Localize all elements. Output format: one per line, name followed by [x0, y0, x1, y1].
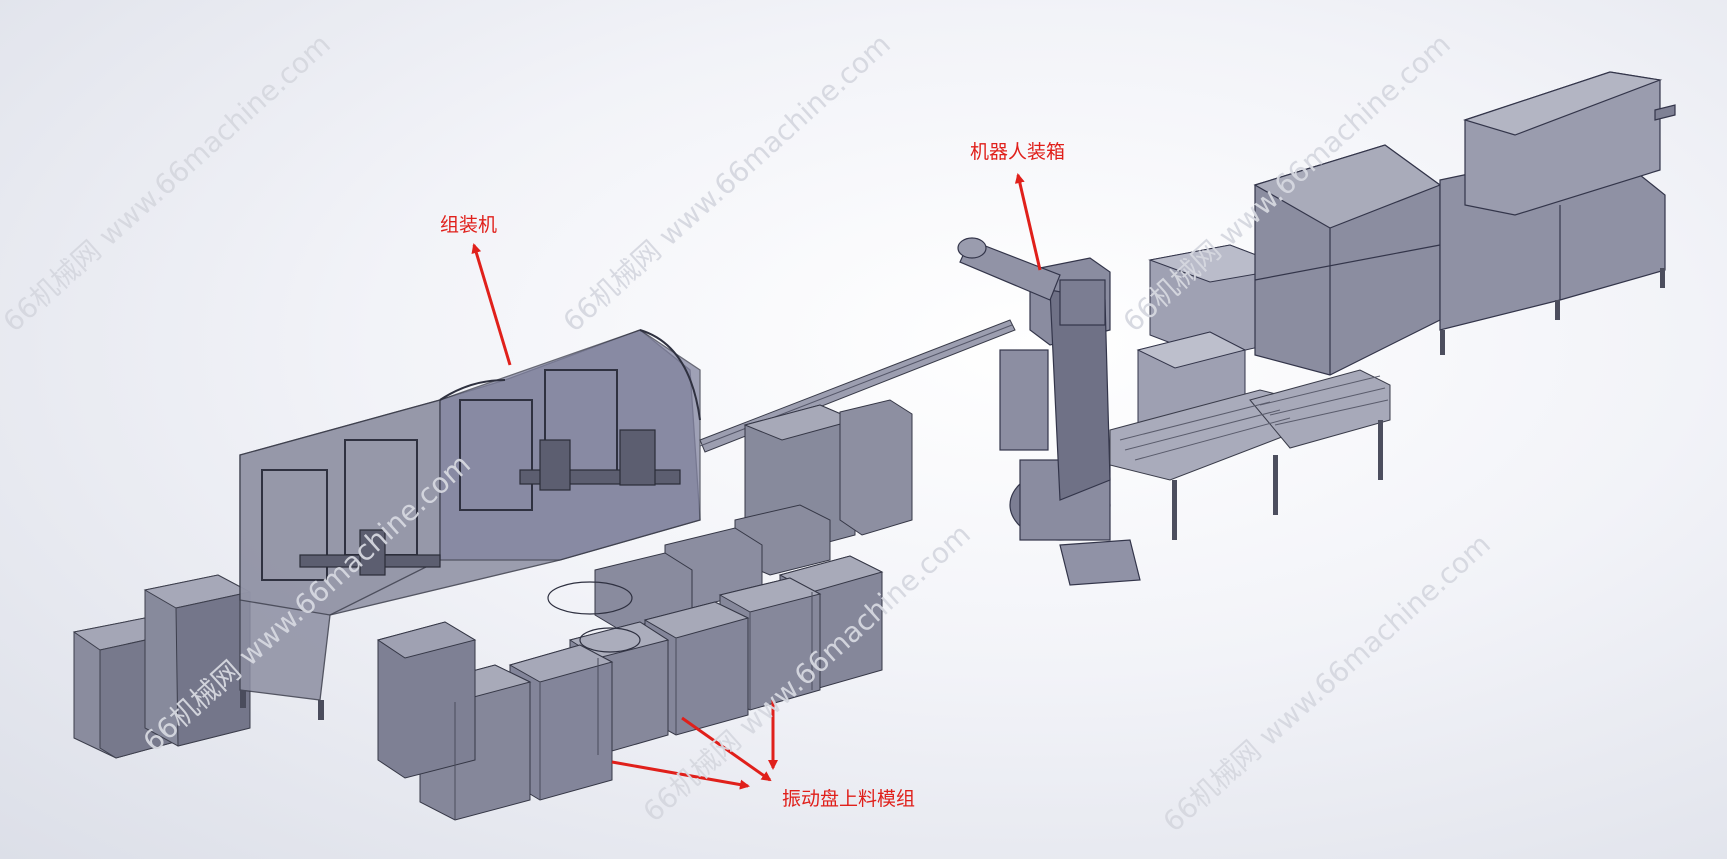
packing-cabinets: [1253, 71, 1676, 376]
feeder-module-label: 振动盘上料模组: [782, 788, 916, 810]
vibratory-feeder-modules: [376, 399, 913, 821]
robot-arrow: [1014, 173, 1042, 271]
robot-packing-label: 机器人装箱: [970, 141, 1066, 163]
feeder-arrow-1: [611, 760, 750, 790]
feeder-arrow-2: [681, 716, 772, 782]
assembly-machine: [239, 329, 701, 720]
assembly-machine-label: 组装机: [440, 214, 498, 236]
assembly-arrow: [471, 243, 512, 366]
packing-robot: [957, 237, 1141, 586]
annotation-arrows: [471, 173, 1042, 790]
roller-conveyor: [1109, 369, 1391, 540]
left-cabinets: [72, 574, 252, 759]
